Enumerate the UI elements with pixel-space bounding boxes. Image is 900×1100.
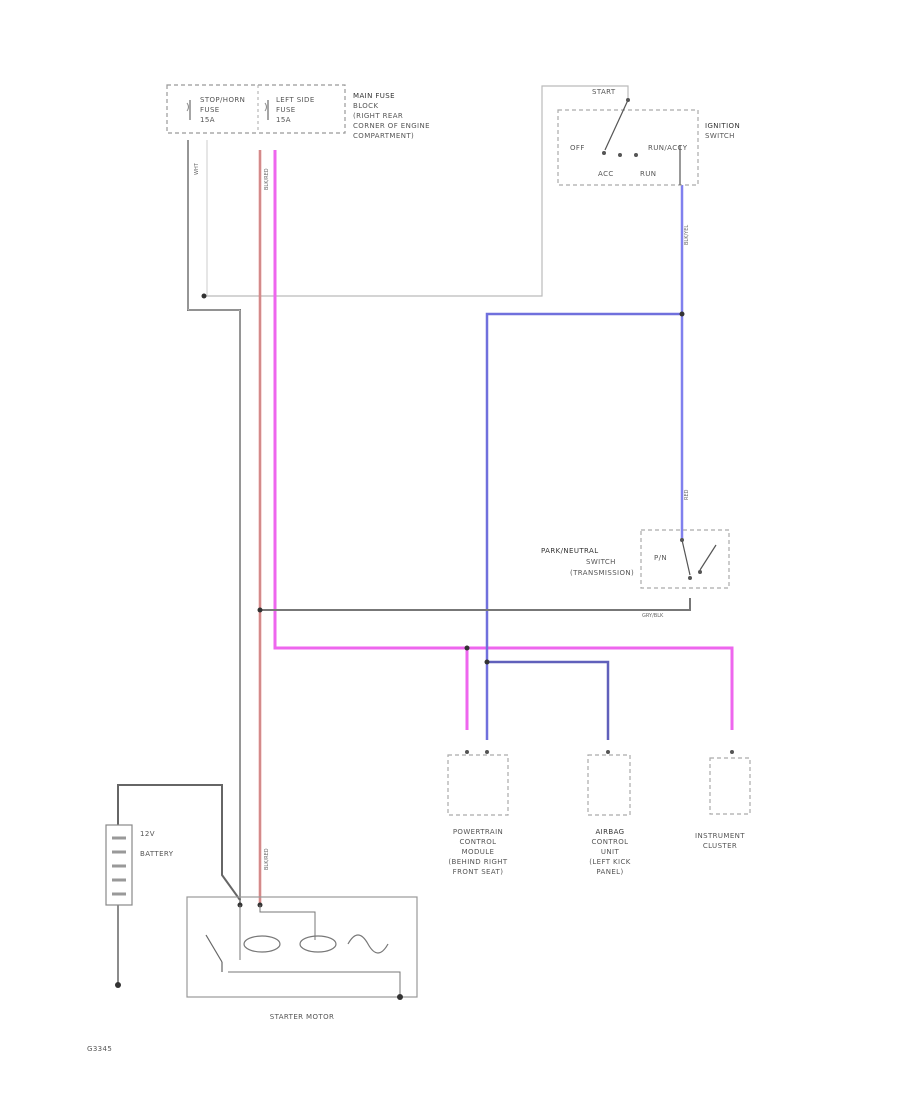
pn-label: P/N	[654, 554, 667, 562]
pn-line3: (TRANSMISSION)	[570, 569, 634, 577]
block-line5: COMPARTMENT)	[353, 132, 414, 140]
main-fuse-block: STOP/HORN FUSE 15A LEFT SIDE FUSE 15A MA…	[166, 84, 430, 140]
fuse1-line1: STOP/HORN	[200, 96, 245, 104]
wire-light-gray	[201, 85, 629, 299]
abs-l4: (LEFT KICK	[589, 858, 631, 866]
ign-title1: IGNITION	[705, 122, 740, 130]
fuse-1-icon	[186, 100, 191, 120]
ignition-switch: START OFF RUN/ACCY ACC RUN IGNITION SWIT…	[557, 88, 740, 186]
pcm-l4: (BEHIND RIGHT	[448, 858, 508, 866]
battery-l2: BATTERY	[140, 850, 174, 858]
battery-icon: 12V BATTERY	[105, 824, 174, 906]
wire-pink	[273, 150, 734, 730]
abs-l2: CONTROL	[592, 838, 629, 846]
battery-l1: 12V	[140, 830, 155, 838]
cluster-l2: CLUSTER	[703, 842, 737, 850]
code-w4: RED	[684, 489, 690, 500]
wire-battery	[117, 784, 241, 985]
wire-blue	[484, 185, 685, 740]
pcm-module: POWERTRAIN CONTROL MODULE (BEHIND RIGHT …	[447, 750, 509, 876]
wire-gray-pn	[257, 598, 691, 613]
abs-l1: AIRBAG	[595, 828, 624, 836]
fuse1-line2: FUSE	[200, 106, 220, 114]
pn-line1: PARK/NEUTRAL	[541, 547, 599, 555]
fuse2-line2: FUSE	[276, 106, 296, 114]
diagram-code: G3345	[87, 1045, 112, 1053]
pcm-l3: MODULE	[462, 848, 495, 856]
wire-gray-main	[187, 140, 241, 905]
starter-label: STARTER MOTOR	[270, 1013, 335, 1021]
code-w1: WHT	[194, 162, 200, 175]
fuse-2-icon	[264, 100, 269, 120]
airbag-module: AIRBAG CONTROL UNIT (LEFT KICK PANEL)	[587, 750, 631, 876]
pcm-l5: FRONT SEAT)	[453, 868, 504, 876]
code-w2: BLK/RED	[264, 168, 270, 190]
abs-l3: UNIT	[601, 848, 620, 856]
block-line3: (RIGHT REAR	[353, 112, 403, 120]
starter-motor: STARTER MOTOR	[186, 896, 418, 1021]
cluster-l1: INSTRUMENT	[695, 832, 745, 840]
fuse2-line3: 15A	[276, 116, 291, 124]
code-w3: BLK/YEL	[684, 225, 690, 245]
wire-code-labels: WHT BLK/RED BLK/YEL RED BLK/RED GRY/BLK	[194, 162, 690, 870]
ign-start: START	[592, 88, 616, 96]
pn-line2: SWITCH	[586, 558, 616, 566]
pcm-l2: CONTROL	[460, 838, 497, 846]
block-line2: BLOCK	[353, 102, 378, 110]
code-ground: GRY/BLK	[642, 613, 664, 619]
ign-acc: ACC	[598, 170, 614, 178]
block-line1: MAIN FUSE	[353, 92, 395, 100]
code-w5: BLK/RED	[264, 848, 270, 870]
ign-title2: SWITCH	[705, 132, 735, 140]
fuse1-line3: 15A	[200, 116, 215, 124]
block-line4: CORNER OF ENGINE	[353, 122, 430, 130]
ign-off: OFF	[570, 144, 585, 152]
ground-icon	[115, 982, 121, 988]
cluster-module: INSTRUMENT CLUSTER	[695, 750, 751, 850]
ign-run-accy: RUN/ACCY	[648, 144, 688, 152]
abs-l5: PANEL)	[596, 868, 623, 876]
pcm-l1: POWERTRAIN	[453, 828, 503, 836]
fuse2-line1: LEFT SIDE	[276, 96, 315, 104]
park-neutral-switch: P/N PARK/NEUTRAL SWITCH (TRANSMISSION)	[541, 529, 730, 589]
ign-run: RUN	[640, 170, 656, 178]
